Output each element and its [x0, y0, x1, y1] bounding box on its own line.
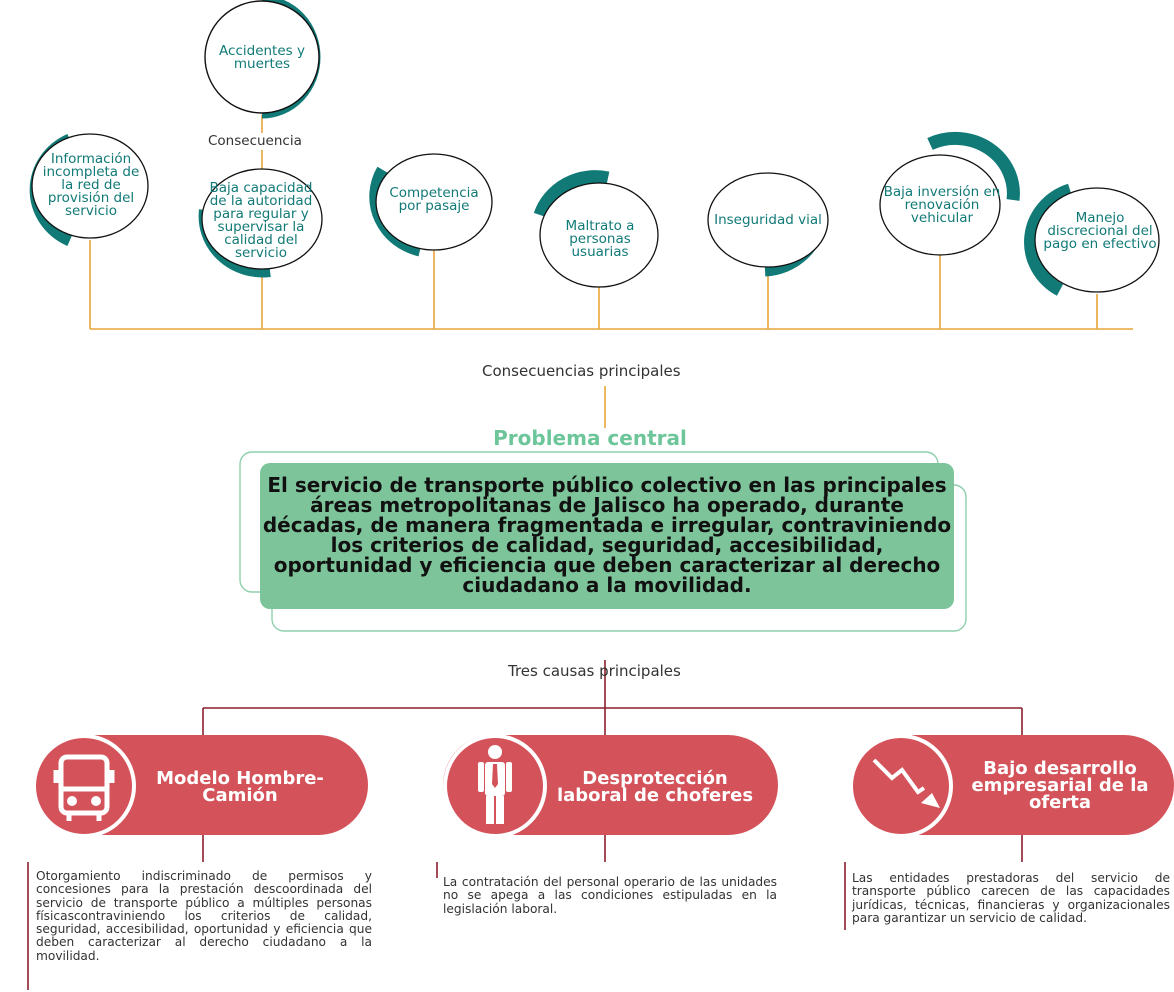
bus-icon [53, 754, 115, 821]
bubble-competencia [369, 153, 493, 257]
bubble-manejo [1024, 183, 1160, 296]
cause-description-1: Otorgamiento indiscriminado de permisos … [36, 869, 372, 963]
consequences-main-label: Consecuencias principales [482, 362, 681, 380]
consequence-text-3: Competencia por pasaje [389, 185, 479, 214]
consequence-text-6: Baja inversión en renovación vehicular [883, 183, 1001, 226]
cause-title-2: Desprotección laboral de choferes [556, 768, 754, 806]
bubble-informacion [29, 133, 149, 246]
consequence-text-2: Baja capacidad de la autoridad para regu… [209, 180, 313, 261]
cause-pill-bajo-desarrollo [849, 734, 1174, 838]
bubble-accidentes [204, 0, 321, 119]
causes-label: Tres causas principales [508, 662, 681, 680]
cause-pill-desproteccion [443, 734, 778, 838]
worker-icon [478, 745, 512, 824]
consequence-text-5: Inseguridad vial [714, 211, 822, 228]
cause-title-1: Modelo Hombre-Camión [156, 768, 324, 806]
cause-description-2: La contratación del personal operario de… [443, 875, 777, 916]
central-problem-text: El servicio de transporte público colect… [262, 473, 952, 597]
cause-title-3: Bajo desarrollo empresarial de la oferta [971, 758, 1149, 813]
bubble-maltrato [533, 170, 659, 288]
top-bubble-text: Accidentes y muertes [219, 43, 305, 72]
consequence-text-4: Maltrato a personas usuarias [565, 217, 635, 260]
cause-pill-modelo [32, 734, 368, 838]
declining-chart-icon [872, 758, 940, 808]
consequence-text-1: Información incompleta de la red de prov… [42, 150, 140, 219]
consequence-link-label: Consecuencia [208, 133, 302, 149]
central-frames [239, 451, 967, 632]
cause-connectors [27, 660, 1023, 990]
cause-description-3: Las entidades prestadoras del servicio d… [852, 871, 1170, 925]
consequence-connectors [89, 115, 1133, 428]
bubble-baja-capacidad [198, 168, 323, 278]
consequence-text-7: Manejo discrecional del pago en efectivo [1043, 209, 1157, 252]
central-problem-title: Problema central [493, 426, 687, 450]
bubble-inseguridad [707, 172, 829, 277]
bubble-baja-inversion [879, 131, 1020, 256]
